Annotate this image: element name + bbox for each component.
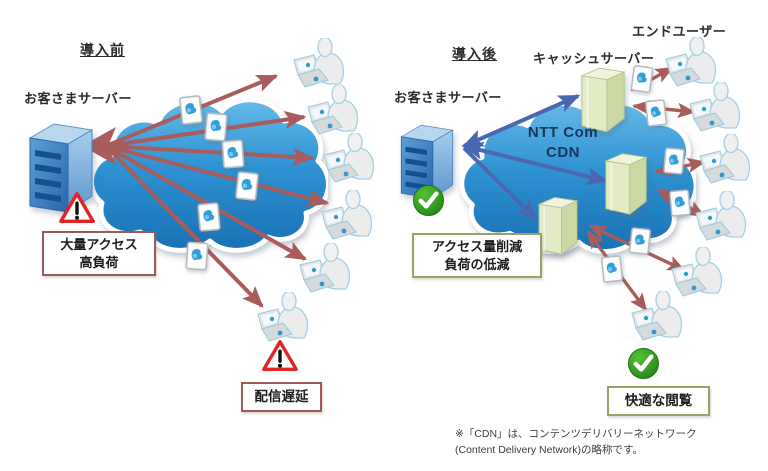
origin-server-label: お客さまサーバー: [24, 91, 132, 106]
cdn-cloud-label-line1: NTT Com: [527, 124, 599, 141]
after-diagram: [400, 37, 751, 379]
end-user-icon: [695, 191, 747, 241]
benefit-box-load-reduction: アクセス量削減 負荷の低減: [412, 233, 542, 279]
before-title: 導入前: [80, 42, 125, 58]
footnote-line2: (Content Delivery Network)の略称です。: [455, 443, 643, 456]
check-icon: [413, 185, 443, 215]
problem-box-delay: 配信遅延: [241, 382, 322, 413]
overload-request-arrows: [104, 74, 330, 308]
cdn-footnote: ※「CDN」は、コンテンツデリバリーネットワーク (Content Delive…: [455, 427, 697, 459]
footnote-line1: ※「CDN」は、コンテンツデリバリーネットワーク: [455, 428, 697, 440]
after-title: 導入後: [452, 46, 497, 62]
content-file-icon: [644, 99, 668, 127]
end-user-icon: [631, 291, 683, 341]
content-file-icon: [178, 95, 204, 125]
content-file-icon: [669, 189, 691, 217]
end-user-label: エンドユーザー: [632, 24, 727, 39]
content-file-icon: [663, 147, 685, 175]
problem-box-line2: 高負荷: [79, 254, 119, 270]
before-diagram: [29, 38, 375, 372]
end-user-icon: [321, 190, 373, 240]
end-user-icon: [323, 133, 375, 183]
end-user-icon: [671, 247, 723, 297]
origin-server-label-right: お客さまサーバー: [394, 90, 502, 105]
origin-to-cache-arrows: [461, 94, 609, 221]
end-user-icon: [257, 292, 309, 342]
content-file-icon: [197, 202, 221, 232]
arrowhead-to-origin-server: [82, 127, 116, 165]
end-user-icon: [299, 243, 351, 293]
content-file-icon: [628, 227, 652, 255]
end-user-icon: [665, 37, 717, 87]
cache-server-label: キャッシュサーバー: [533, 51, 655, 66]
end-user-icon: [689, 82, 741, 132]
content-file-icon: [185, 241, 209, 271]
end-user-icon: [293, 38, 345, 88]
cdn-cloud-label-line2: CDN: [546, 144, 580, 162]
benefit-box-comfortable-browsing: 快適な閲覧: [607, 386, 710, 417]
problem-box-label: 配信遅延: [254, 389, 309, 404]
problem-box-line1: 大量アクセス: [60, 237, 138, 252]
cache-server-icon: [538, 196, 578, 256]
check-icon: [628, 348, 658, 378]
content-file-icon: [234, 171, 260, 201]
cdn-cloud-label: NTT Com CDN: [505, 123, 621, 164]
content-file-icon: [600, 255, 624, 283]
content-file-icon: [630, 64, 654, 94]
content-file-icon: [221, 139, 245, 169]
benefit-box-label: 快適な閲覧: [624, 393, 693, 408]
benefit-box-line2: 負荷の低減: [444, 256, 510, 272]
end-user-icon: [699, 134, 751, 184]
benefit-box-line1: アクセス量削減: [431, 239, 523, 254]
origin-server-icon: [29, 123, 93, 213]
content-file-icon: [204, 112, 228, 142]
end-user-icon: [307, 85, 359, 135]
problem-box-high-load: 大量アクセス 高負荷: [42, 231, 156, 277]
warning-icon: [262, 339, 298, 372]
